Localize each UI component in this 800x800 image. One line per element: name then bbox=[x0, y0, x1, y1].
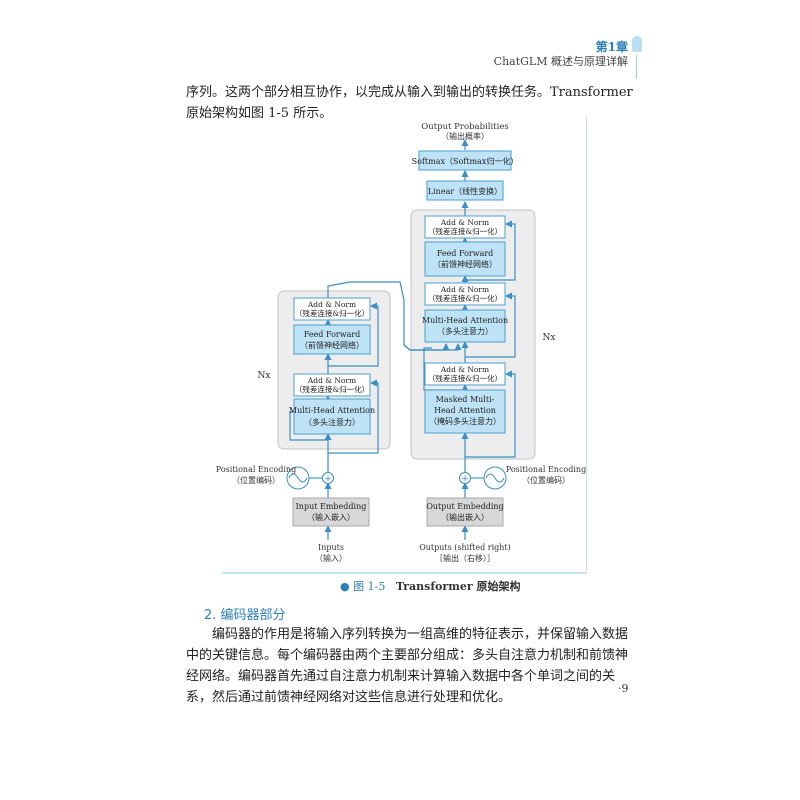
caption-marker-icon: ● bbox=[340, 580, 350, 593]
encoder-feedforward-cn-label: （前馈神经网络） bbox=[300, 340, 364, 350]
decoder-addnorm-bottom-label: Add & Norm bbox=[440, 365, 489, 374]
encoder-addnorm-top-label: Add & Norm bbox=[307, 300, 356, 309]
encoder-mha-label: Multi-Head Attention bbox=[289, 406, 375, 415]
decoder-addnorm-bottom-cn-label: （残差连接&归一化） bbox=[428, 373, 502, 383]
figure-caption: ● 图 1-5 Transformer 原始架构 bbox=[340, 578, 520, 594]
chapter-label: 第1章 bbox=[595, 40, 628, 54]
output-embedding-label: Output Embedding bbox=[426, 502, 503, 511]
inputs-cn-label: （输入） bbox=[315, 553, 347, 563]
input-embedding-box bbox=[292, 497, 370, 527]
figure-frame bbox=[222, 116, 587, 574]
decoder-feedforward-label: Feed Forward bbox=[437, 249, 494, 258]
outputs-cn-label: ［输出（右移）］ bbox=[435, 553, 495, 563]
encoder-addnorm-bottom-label: Add & Norm bbox=[307, 376, 356, 385]
linear-label: Linear（线性变换） bbox=[428, 186, 502, 196]
inputs-label: Inputs bbox=[318, 543, 344, 552]
decoder-wave-curve bbox=[485, 473, 505, 483]
decoder-feedforward-cn-label: （前馈神经网络） bbox=[433, 259, 497, 269]
encoder-mha-box bbox=[293, 398, 371, 435]
outputs-label: Outputs (shifted right) bbox=[419, 543, 511, 552]
encoder-feedforward-box bbox=[293, 324, 371, 355]
input-embedding-label: Input Embedding bbox=[296, 502, 367, 511]
encoder-wave-curve bbox=[288, 473, 308, 483]
decoder-addnorm-bottom-box bbox=[424, 362, 506, 386]
output-probabilities-label: Output Probabilities bbox=[421, 122, 508, 132]
encoder-addnorm-top-box bbox=[293, 297, 371, 321]
decoder-positional-encoding-label: Positional Encoding bbox=[506, 465, 586, 474]
output-embedding-cn-label: （输出嵌入） bbox=[441, 512, 489, 522]
encoder-add-circle bbox=[322, 472, 334, 484]
linear-box bbox=[426, 180, 504, 201]
encoder-addnorm-top-cn-label: （残差连接&归一化） bbox=[295, 308, 369, 318]
encoder-nx-label: Nx bbox=[258, 371, 271, 381]
header-tab-decoration bbox=[632, 36, 642, 52]
encoder-positional-encoding-cn-label: （位置编码） bbox=[232, 475, 280, 485]
decoder-addnorm-mid-box bbox=[424, 282, 506, 306]
output-probabilities-cn-label: （输出概率） bbox=[441, 131, 489, 141]
encoder-plus-sign: + bbox=[324, 475, 332, 485]
encoder-addnorm-bottom-cn-label: （残差连接&归一化） bbox=[295, 384, 369, 394]
output-embedding-box bbox=[426, 497, 504, 527]
section-heading: 2. 编码器部分 bbox=[204, 608, 286, 623]
decoder-nx-label: Nx bbox=[543, 333, 556, 343]
decoder-addnorm-mid-cn-label: （残差连接&归一化） bbox=[428, 293, 502, 303]
decoder-add-circle bbox=[459, 472, 471, 484]
caption-title: Transformer 原始架构 bbox=[395, 580, 521, 593]
decoder-addnorm-top-box bbox=[424, 215, 506, 239]
page-number: ·9 bbox=[618, 682, 629, 695]
input-embedding-cn-label: （输入嵌入） bbox=[307, 512, 355, 522]
decoder-mha-label: Multi-Head Attention bbox=[422, 316, 508, 325]
decoder-addnorm-top-label: Add & Norm bbox=[440, 218, 489, 227]
header-divider bbox=[636, 55, 637, 79]
decoder-feedforward-box bbox=[424, 241, 506, 277]
decoder-addnorm-mid-label: Add & Norm bbox=[440, 285, 489, 294]
chapter-subtitle: ChatGLM 概述与原理详解 bbox=[493, 55, 628, 68]
softmax-label: Softmax（Softmax归一化） bbox=[412, 156, 519, 166]
encoder-feedforward-label: Feed Forward bbox=[304, 330, 361, 339]
decoder-plus-sign: + bbox=[461, 475, 469, 485]
section-body-paragraph: 编码器的作用是将输入序列转换为一组高维的特征表示，并保留输入数据中的关键信息。每… bbox=[186, 627, 629, 705]
decoder-masked-mha-cn-label: （掩码多头注意力） bbox=[429, 416, 501, 426]
intro-paragraph: 序列。这两个部分相互协作，以完成从输入到输出的转换任务。Transformer … bbox=[186, 85, 633, 121]
decoder-addnorm-top-cn-label: （残差连接&归一化） bbox=[428, 226, 502, 236]
decoder-masked-mha-label-line1: Masked Multi- bbox=[436, 395, 495, 404]
caption-number: 图 1-5 bbox=[353, 580, 386, 593]
decoder-mha-box bbox=[424, 309, 506, 343]
softmax-box bbox=[418, 150, 512, 171]
decoder-positional-encoding-cn-label: （位置编码） bbox=[522, 475, 570, 485]
encoder-addnorm-bottom-box bbox=[293, 373, 371, 397]
decoder-mha-cn-label: （多头注意力） bbox=[437, 326, 493, 336]
encoder-mha-cn-label: （多头注意力） bbox=[304, 417, 360, 427]
encoder-positional-encoding-label: Positional Encoding bbox=[216, 465, 296, 474]
decoder-masked-mha-label-line2: Head Attention bbox=[434, 406, 496, 415]
decoder-masked-mha-box bbox=[424, 389, 506, 434]
